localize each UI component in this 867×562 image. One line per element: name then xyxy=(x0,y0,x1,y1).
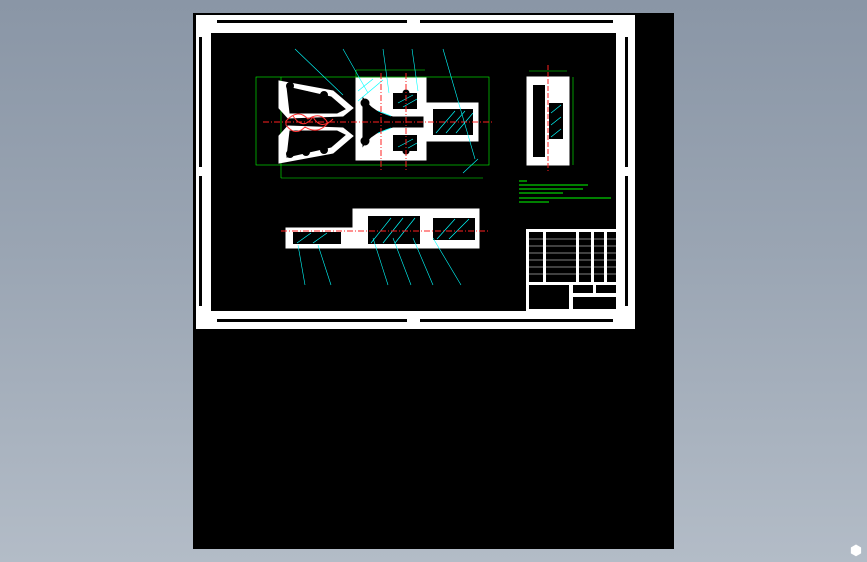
technical-notes xyxy=(519,180,611,203)
drawing-viewer[interactable]: ⬢ xyxy=(193,13,862,559)
section-view xyxy=(281,208,488,286)
cad-drawing xyxy=(199,20,628,322)
title-block xyxy=(526,229,618,311)
side-view xyxy=(526,65,574,171)
front-view xyxy=(255,48,493,179)
gear-icon[interactable]: ⬢ xyxy=(849,543,863,559)
